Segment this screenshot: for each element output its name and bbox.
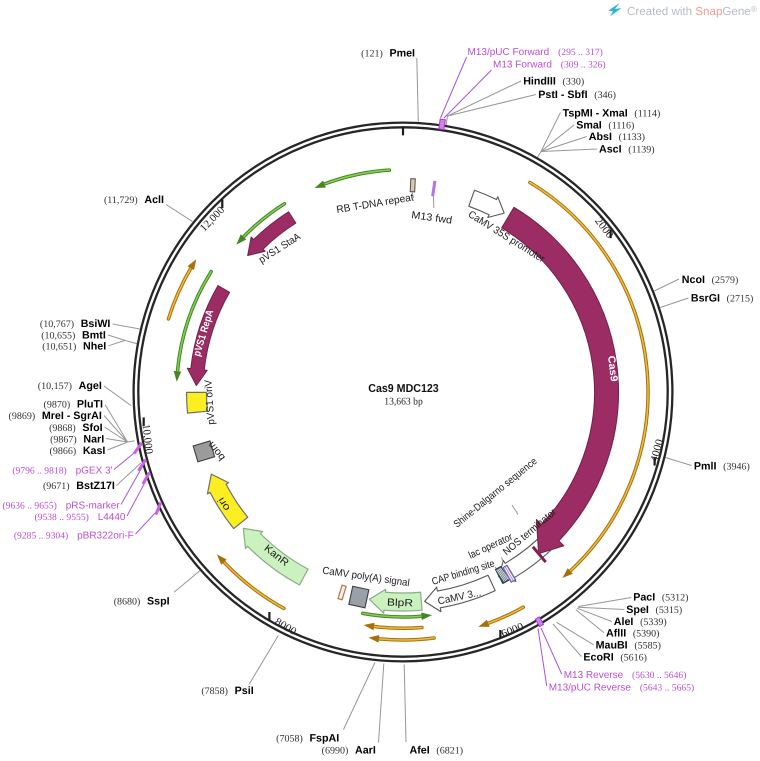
svg-text:(9285 .. 9304) pBR322ori-F: (9285 .. 9304) pBR322ori-F [14, 531, 134, 542]
svg-text:AbsI (1133): AbsI (1133) [589, 131, 645, 143]
svg-text:PacI (5312): PacI (5312) [633, 592, 688, 604]
svg-text:(9868) SfoI: (9868) SfoI [49, 422, 103, 434]
svg-text:(121) PmeI: (121) PmeI [361, 48, 415, 60]
svg-text:M13/pUC Forward (295 .. 317): M13/pUC Forward (295 .. 317) [468, 47, 603, 58]
svg-text:Cas9 MDC123: Cas9 MDC123 [368, 383, 439, 395]
svg-text:NcoI (2579): NcoI (2579) [682, 274, 739, 286]
svg-text:SmaI (1116): SmaI (1116) [576, 120, 634, 132]
svg-text:BlpR: BlpR [387, 598, 413, 610]
svg-text:(10,157) AgeI: (10,157) AgeI [38, 380, 102, 392]
svg-text:TspMI - XmaI (1114): TspMI - XmaI (1114) [563, 107, 661, 119]
svg-text:(9869) MreI - SgrAI: (9869) MreI - SgrAI [8, 410, 101, 422]
svg-text:13,663 bp: 13,663 bp [384, 397, 423, 408]
svg-text:MauBI (5585): MauBI (5585) [596, 640, 661, 652]
svg-text:(7858) PsiI: (7858) PsiI [201, 685, 253, 697]
svg-text:M13 Forward (309 .. 326): M13 Forward (309 .. 326) [493, 60, 606, 71]
svg-text:M13/pUC Reverse (5643 .. 5665: M13/pUC Reverse (5643 .. 5665) [549, 683, 695, 694]
svg-text:(6990) AarI: (6990) AarI [322, 745, 376, 757]
svg-text:Created with SnapGene®: Created with SnapGene® [627, 4, 758, 18]
svg-text:(10,767) BsiWI: (10,767) BsiWI [40, 318, 111, 330]
svg-text:AfeI (6821): AfeI (6821) [410, 745, 464, 757]
svg-text:(9870) PluTI: (9870) PluTI [44, 399, 103, 411]
svg-text:AleI (5339): AleI (5339) [614, 616, 667, 628]
svg-text:(8680) SspI: (8680) SspI [114, 596, 170, 608]
svg-text:(9796 .. 9818) pGEX 3': (9796 .. 9818) pGEX 3' [12, 466, 112, 477]
svg-text:SpeI (5315): SpeI (5315) [626, 604, 682, 616]
svg-text:(9636 .. 9655) pRS-marker: (9636 .. 9655) pRS-marker [2, 501, 120, 512]
svg-text:(10,651) NheI: (10,651) NheI [42, 340, 106, 352]
svg-text:M13 Reverse (5630 .. 5646): M13 Reverse (5630 .. 5646) [564, 670, 687, 681]
svg-text:AflII (5390): AflII (5390) [606, 628, 660, 640]
svg-text:BsrGI (2715): BsrGI (2715) [691, 293, 753, 305]
svg-text:(9867) NarI: (9867) NarI [50, 434, 104, 446]
svg-text:PmlI (3946): PmlI (3946) [694, 461, 750, 473]
svg-text:(7058) FspAI: (7058) FspAI [276, 733, 339, 745]
svg-text:AscI (1139): AscI (1139) [599, 144, 655, 156]
svg-text:(9671) BstZ17I: (9671) BstZ17I [43, 480, 115, 492]
svg-text:(9538 .. 9555) L4440: (9538 .. 9555) L4440 [34, 512, 125, 523]
svg-text:EcoRI (5616): EcoRI (5616) [583, 651, 647, 663]
svg-text:(11,729) AclI: (11,729) AclI [104, 194, 164, 206]
svg-text:HindIII (330): HindIII (330) [523, 76, 584, 88]
svg-text:(9866) KasI: (9866) KasI [49, 445, 105, 457]
svg-text:PstI - SbfI (346): PstI - SbfI (346) [538, 89, 616, 101]
